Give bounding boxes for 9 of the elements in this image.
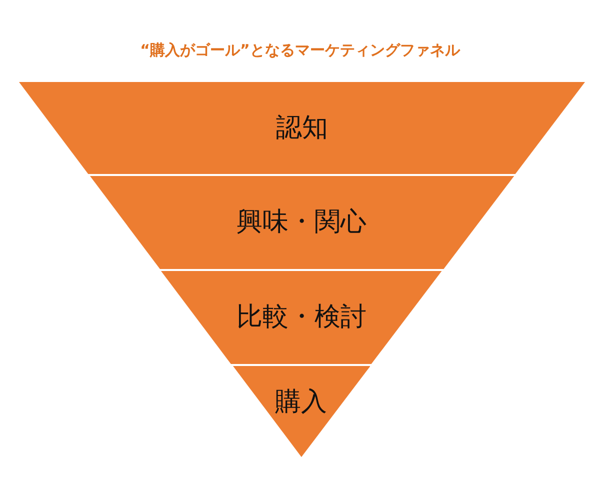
stage-label: 比較・検討 (236, 304, 366, 330)
funnel-stage (232, 366, 370, 457)
stage-label: 購入 (275, 389, 328, 415)
funnel-stage (90, 176, 514, 269)
diagram-title: “購入がゴール”となるマーケティングファネル (140, 41, 460, 59)
funnel-stage (19, 82, 585, 174)
stage-label: 興味・関心 (236, 209, 367, 235)
stage-label: 認知 (276, 115, 328, 141)
funnel-stage (161, 271, 442, 364)
